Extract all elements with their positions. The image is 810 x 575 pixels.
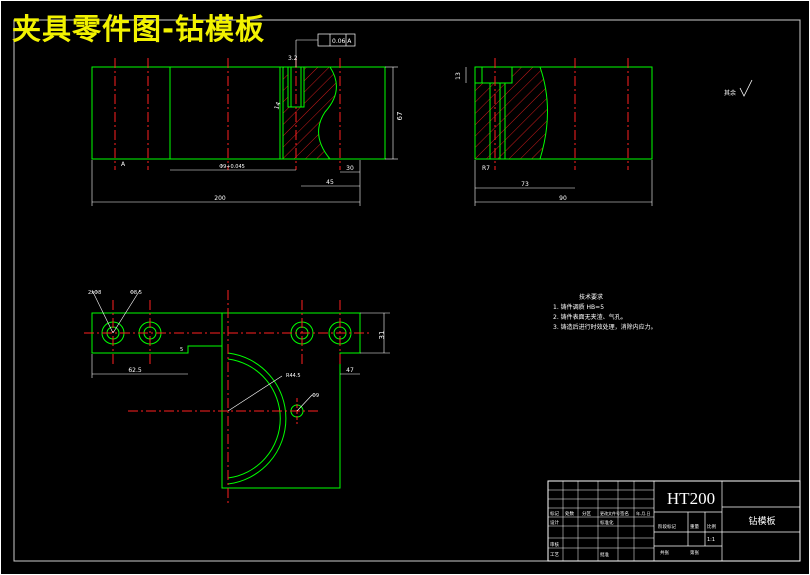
dim-left-hole: 2xΦ8 bbox=[88, 290, 101, 296]
tb-scale: 比例 bbox=[707, 523, 716, 530]
tb-std: 标准化 bbox=[600, 519, 614, 526]
roughness-symbol-icon bbox=[739, 79, 753, 97]
dim-right-offset: 47 bbox=[346, 367, 354, 374]
tb-design: 设计 bbox=[550, 519, 559, 526]
tb-weight: 重量 bbox=[690, 523, 699, 530]
dim-left-hole2: Φ8.5 bbox=[130, 290, 142, 296]
tb-date: 年.月.日 bbox=[636, 510, 651, 516]
tb-doc: 更改文件号 bbox=[600, 510, 620, 516]
technical-requirements: 技术要求 1. 铸件调质 HB=5 2. 铸件表面无夹渣、气孔。 3. 铸造后进… bbox=[553, 293, 657, 333]
dim-side-total: 90 bbox=[559, 195, 567, 202]
dim-side-top: 13 bbox=[455, 72, 462, 80]
tb-scale-value: 1:1 bbox=[707, 537, 715, 543]
tb-sheet: 第张 bbox=[690, 549, 699, 556]
dim-mid-span: 45 bbox=[326, 179, 334, 186]
front-view-outline bbox=[91, 66, 386, 160]
tb-review: 审核 bbox=[550, 541, 559, 548]
tb-stage: 阶段标记 bbox=[658, 523, 676, 530]
tb-sign: 签名 bbox=[620, 510, 629, 517]
dim-hole-small: 3.2 bbox=[288, 55, 298, 62]
dim-height: 67 bbox=[396, 112, 404, 121]
dim-hole-pos: Φ9+0.045 bbox=[219, 164, 245, 170]
part-name: 钻模板 bbox=[748, 515, 775, 527]
plan-arc bbox=[227, 352, 287, 485]
tb-approve: 批准 bbox=[600, 551, 609, 558]
roughness-note: 其余 bbox=[724, 89, 736, 97]
tech-item: 1. 铸件调质 HB=5 bbox=[553, 304, 605, 311]
dim-offset: 62.5 bbox=[128, 367, 142, 374]
dim-arc-radius: R44.5 bbox=[286, 373, 301, 379]
dim-depth: 14 bbox=[273, 101, 282, 111]
side-view: 90 73 13 R7 其余 bbox=[455, 58, 753, 206]
page-title: 夹具零件图-钻模板 bbox=[12, 12, 266, 46]
inner-frame bbox=[13, 19, 801, 562]
datum-a: A bbox=[121, 161, 126, 168]
plan-view-outline bbox=[91, 312, 361, 489]
tb-sheets: 共张 bbox=[660, 549, 669, 556]
dim-side-inner: 73 bbox=[521, 181, 529, 188]
front-view: 200 67 Φ9+0.045 45 30 14 3.2 A 0.06 A bbox=[91, 33, 404, 206]
dim-small-hole: Φ9 bbox=[312, 393, 319, 399]
tb-zone: 分区 bbox=[582, 510, 591, 517]
tb-count: 处数 bbox=[565, 510, 574, 517]
tech-item: 3. 铸造后进行时效处理，消除内应力。 bbox=[553, 324, 657, 331]
dim-step: 5 bbox=[180, 347, 183, 353]
tech-item: 2. 铸件表面无夹渣、气孔。 bbox=[553, 314, 627, 321]
tb-mark: 标记 bbox=[550, 510, 559, 517]
dim-total-length: 200 bbox=[214, 195, 226, 202]
material-label: HT200 bbox=[667, 489, 715, 508]
dim-width: 31 bbox=[378, 331, 386, 340]
title-block: 标记 处数 分区 更改文件号 签名 年.月.日 设计 标准化 审核 工艺 批准 … bbox=[547, 480, 801, 562]
tech-heading: 技术要求 bbox=[579, 294, 604, 301]
tb-process: 工艺 bbox=[550, 552, 559, 558]
dim-side-radius: R7 bbox=[482, 165, 490, 172]
plan-view: 2xΦ8 Φ8.5 31 62.5 47 R44.5 Φ9 5 bbox=[84, 289, 390, 505]
tolerance-value: 0.06 A bbox=[332, 38, 352, 45]
dim-left-span: 30 bbox=[346, 165, 354, 172]
